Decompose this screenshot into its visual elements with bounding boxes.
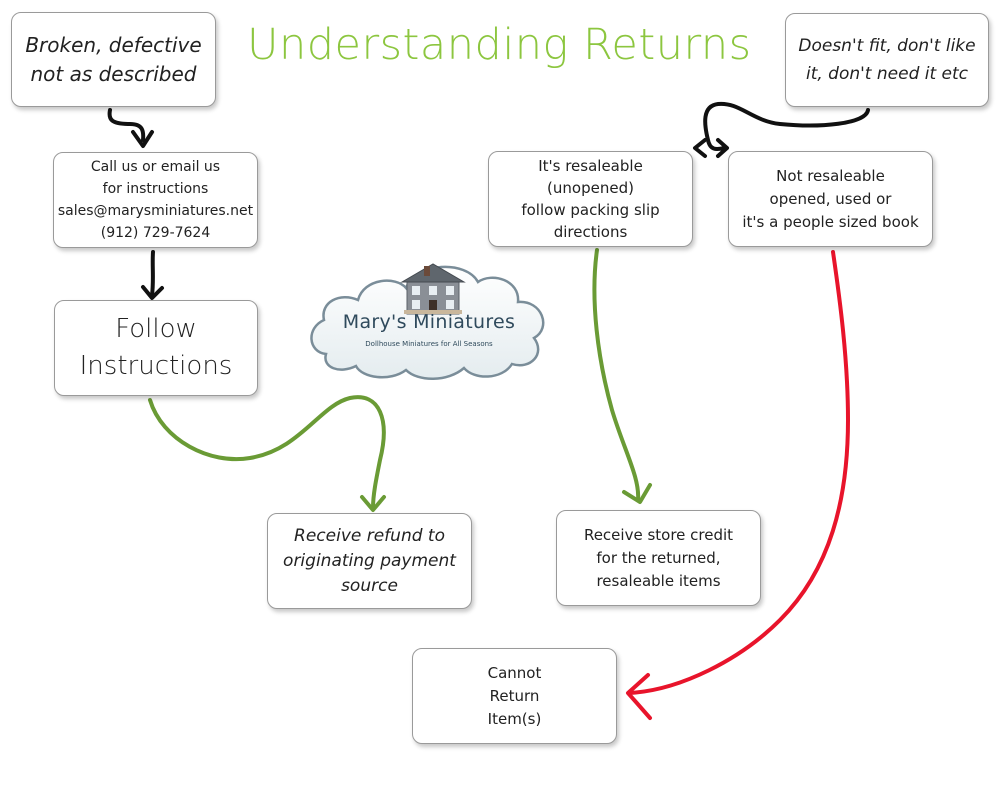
node-resaleable: It's resaleable (unopened) follow packin… — [488, 151, 693, 247]
marys-miniatures-logo: Mary's Miniatures Dollhouse Miniatures f… — [306, 258, 552, 384]
node-follow-line-2: Instructions — [79, 351, 233, 381]
node-call-us-line-1: Call us or email us — [90, 159, 221, 175]
node-call-us-line-2: for instructions — [102, 181, 209, 197]
node-follow: Follow Instructions — [54, 300, 258, 396]
node-broken-line-2: not as described — [30, 61, 197, 86]
node-doesnt-fit-line-2: it, don't need it etc — [805, 64, 969, 84]
arrowhead-resaleable-to-credit — [622, 483, 652, 504]
arrowhead-not-resaleable-to-cannot — [626, 673, 652, 720]
node-call-us-phone: (912) 729-7624 — [100, 225, 211, 241]
node-follow-line-1: Follow — [115, 314, 197, 344]
arrow-doesnt-fit-split — [703, 101, 870, 151]
node-store-credit-line-3: resaleable items — [596, 571, 721, 590]
node-cannot-return-line-3: Item(s) — [487, 709, 542, 728]
logo-name: Mary's Miniatures — [342, 311, 516, 333]
page-title: Understanding Returns — [247, 20, 752, 70]
node-doesnt-fit: Doesn't fit, don't like it, don't need i… — [785, 13, 989, 107]
node-cannot-return: Cannot Return Item(s) — [412, 648, 617, 744]
arrowhead-split-left — [693, 138, 707, 158]
logo-tagline: Dollhouse Miniatures for All Seasons — [365, 340, 493, 348]
node-not-resaleable-line-2: opened, used or — [769, 189, 892, 208]
arrow-not-resaleable-to-cannot — [628, 250, 851, 695]
arrow-follow-to-refund — [148, 395, 386, 510]
arrowhead-follow-to-refund — [360, 495, 386, 512]
node-store-credit-line-1: Receive store credit — [583, 525, 734, 544]
node-resaleable-line-4: directions — [553, 223, 628, 241]
node-resaleable-line-3: follow packing slip — [521, 201, 660, 219]
cloud-shape — [310, 263, 545, 380]
arrowhead-split-right — [716, 138, 729, 158]
node-refund-line-2: originating payment — [283, 550, 456, 571]
dollhouse-icon — [400, 263, 466, 315]
node-not-resaleable-line-3: it's a people sized book — [742, 212, 919, 231]
node-refund-line-1: Receive refund to — [294, 525, 445, 546]
node-resaleable-line-2: (unopened) — [547, 179, 634, 197]
arrow-call-to-follow — [150, 250, 155, 297]
node-store-credit: Receive store credit for the returned, r… — [556, 510, 761, 606]
node-not-resaleable: Not resaleable opened, used or it's a pe… — [728, 151, 933, 247]
node-store-credit-line-2: for the returned, — [596, 548, 721, 567]
node-call-us: Call us or email us for instructions sal… — [53, 152, 258, 248]
node-refund: Receive refund to originating payment so… — [267, 513, 472, 609]
node-cannot-return-line-2: Return — [489, 686, 540, 705]
node-cannot-return-line-1: Cannot — [487, 663, 542, 682]
node-not-resaleable-line-1: Not resaleable — [776, 166, 885, 185]
arrow-broken-to-call — [107, 108, 146, 142]
node-broken-line-1: Broken, defective — [25, 32, 202, 57]
node-broken: Broken, defective not as described — [11, 12, 216, 107]
node-call-us-email: sales@marysminiatures.net — [57, 203, 254, 219]
arrow-resaleable-to-credit — [592, 248, 641, 502]
node-resaleable-line-1: It's resaleable — [538, 157, 643, 175]
node-refund-line-3: source — [341, 575, 398, 596]
arrowhead-call-to-follow — [141, 285, 164, 300]
node-doesnt-fit-line-1: Doesn't fit, don't like — [798, 36, 976, 56]
arrowhead-broken-to-call — [131, 130, 154, 148]
